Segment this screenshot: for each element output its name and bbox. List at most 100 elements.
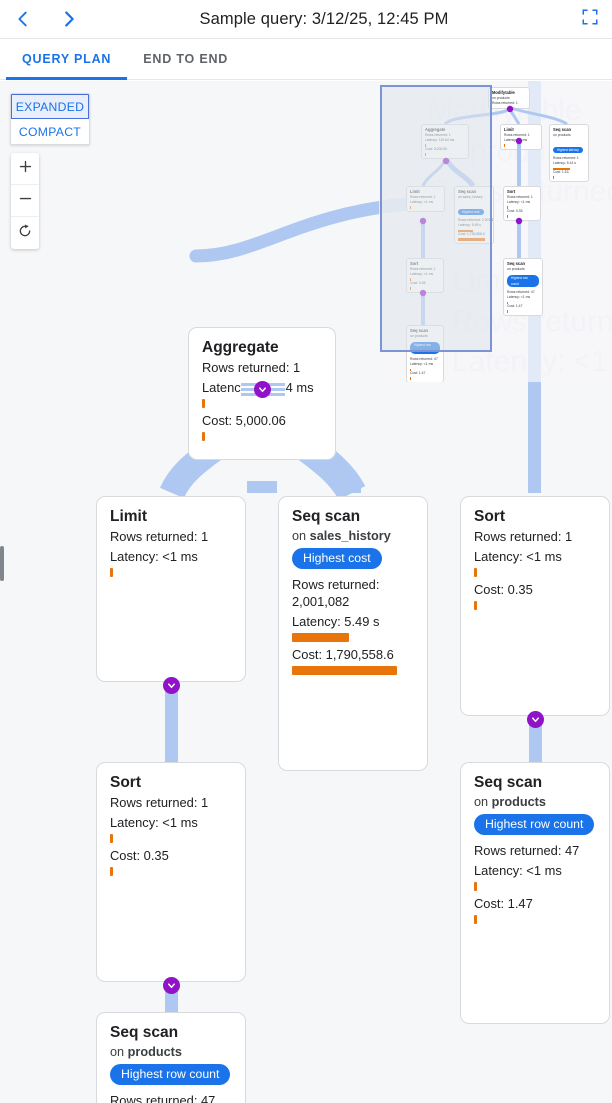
tab-end-to-end[interactable]: END TO END — [127, 39, 244, 79]
node-cost: Cost: 0.35 — [474, 582, 533, 597]
minimap-node: Seq scan on products Highest row count R… — [503, 258, 543, 316]
page-title: Sample query: 3/12/25, 12:45 PM — [199, 9, 449, 28]
node-title: Sort — [110, 774, 141, 791]
minimap-cost-bar — [507, 215, 509, 218]
minimap-latency-bar — [553, 167, 570, 171]
minimap-node-title: Seq scan — [507, 261, 525, 266]
minimap-status-badge: Highest row count — [507, 275, 539, 288]
node-seq-scan-sales-history[interactable]: Seq scan on sales_history Highest cost R… — [278, 496, 428, 771]
view-mode-toggle-group: EXPANDED COMPACT — [10, 93, 90, 145]
status-badge-highest-cost: Highest cost — [292, 548, 382, 569]
node-sort-left[interactable]: Sort Rows returned: 1 Latency: <1 ms Cos… — [96, 762, 246, 982]
vertical-scrollbar-thumb[interactable] — [0, 546, 4, 581]
collapse-toggle-aggregate[interactable] — [254, 381, 271, 398]
minimap-node-title: Modifytable — [492, 90, 515, 95]
chevron-right-icon — [58, 8, 80, 30]
status-badge-highest-row-count: Highest row count — [474, 814, 595, 835]
zoom-control-group — [11, 153, 39, 249]
node-relation-name: products — [491, 795, 546, 809]
reset-rotate-icon — [17, 223, 33, 244]
zoom-in-button[interactable] — [11, 153, 39, 185]
cost-bar — [202, 432, 205, 441]
minimap-node-line: Latency: <1 ms — [507, 295, 531, 300]
collapse-toggle-limit[interactable] — [163, 677, 180, 694]
minimap-node-line: Latency: <1 ms — [410, 362, 434, 367]
minimap-node-line: Latency: <1 ms — [504, 138, 528, 143]
node-seq-scan-products-right[interactable]: Seq scan on products Highest row count R… — [460, 762, 610, 1024]
cost-bar — [474, 601, 477, 610]
plan-canvas[interactable]: Modifytable on products Rows returned: 1… — [0, 81, 612, 1103]
view-mode-expanded-button[interactable]: EXPANDED — [11, 94, 89, 119]
forward-button[interactable] — [46, 0, 92, 39]
node-rows-returned: Rows returned: 47 — [474, 843, 580, 858]
collapse-toggle-sort-left[interactable] — [163, 977, 180, 994]
minimap-node-line: Latency: <1 ms — [507, 200, 531, 205]
minimap-panel[interactable]: Modifytable on products Rows returned: 1… — [379, 81, 612, 382]
tab-query-plan[interactable]: QUERY PLAN — [6, 39, 128, 80]
node-cost: Cost: 5,000.06 — [202, 413, 286, 428]
node-rows-returned: Rows returned: 1 — [110, 795, 209, 810]
collapse-toggle-sort-right[interactable] — [527, 711, 544, 728]
latency-bar — [110, 568, 113, 577]
node-latency: Latency: <1 ms — [474, 549, 562, 564]
node-on-prefix: on — [292, 529, 307, 543]
node-limit[interactable]: Limit Rows returned: 1 Latency: <1 ms — [96, 496, 246, 682]
tab-bar: QUERY PLAN END TO END — [0, 39, 612, 80]
minimap-node-line: Rows returned: 1 — [553, 156, 579, 161]
minimap-node-line: on products — [492, 96, 510, 100]
node-sort-right[interactable]: Sort Rows returned: 1 Latency: <1 ms Cos… — [460, 496, 610, 716]
node-title: Limit — [110, 508, 148, 525]
minimap-node-line: Rows returned: 47 — [507, 290, 535, 295]
minimap-node-line: Cost: 1.47 — [410, 371, 426, 376]
page-header: Sample query: 3/12/25, 12:45 PM — [0, 0, 612, 39]
node-title: Sort — [474, 508, 505, 525]
minimap-viewport-rect[interactable] — [380, 85, 492, 352]
minimap-node: Seq scan on products Highest latency Row… — [549, 124, 589, 182]
node-rows-returned: Rows returned: 1 — [474, 529, 573, 544]
minimap-node-title: Sort — [507, 189, 516, 194]
node-cost: Cost: 1,790,558.6 — [292, 647, 394, 662]
minimap-cost-bar — [553, 176, 555, 179]
node-cost: Cost: 1.47 — [474, 896, 533, 911]
node-relation-name: sales_history — [309, 529, 391, 543]
node-title: Seq scan — [474, 774, 543, 791]
node-rows-returned: Rows returned: — [292, 577, 380, 592]
minimap-cost-bar — [507, 310, 509, 313]
cost-bar — [110, 867, 113, 876]
zoom-out-button[interactable] — [11, 185, 39, 217]
minimap-node-line: Rows returned: 47 — [410, 357, 438, 362]
node-latency: Latency: <1 ms — [110, 815, 198, 830]
minimap-node-title: Seq scan — [553, 127, 571, 132]
node-rows-returned: Rows returned: 1 — [202, 360, 301, 375]
tab-query-plan-label: QUERY PLAN — [22, 52, 112, 66]
view-mode-compact-button[interactable]: COMPACT — [11, 119, 89, 144]
chevron-left-icon — [12, 8, 34, 30]
minimap-status-badge: Highest latency — [553, 147, 583, 154]
node-rows-returned-value: 2,001,082 — [292, 594, 350, 609]
minimap-node-line: on products — [507, 267, 525, 271]
node-seq-scan-products-bottom[interactable]: Seq scan on products Highest row count R… — [96, 1012, 246, 1103]
node-latency: Latency: 5.49 s — [292, 614, 380, 629]
status-badge-highest-row-count: Highest row count — [110, 1064, 231, 1085]
tab-end-to-end-label: END TO END — [143, 52, 229, 66]
view-mode-compact-label: COMPACT — [18, 124, 82, 139]
minimap-node-line: Cost: 0.35 — [507, 209, 523, 213]
latency-bar — [110, 834, 113, 843]
minimap-node-line: on products — [553, 133, 571, 137]
minus-icon — [18, 191, 33, 211]
minimap-latency-bar — [410, 368, 412, 372]
node-rows-returned: Rows returned: 1 — [110, 529, 209, 544]
minimap-latency-bar — [504, 144, 506, 147]
minimap-node: Sort Rows returned: 1 Latency: <1 ms Cos… — [503, 186, 541, 221]
node-title: Aggregate — [202, 339, 279, 356]
node-on-prefix: on — [110, 1045, 125, 1059]
reset-view-button[interactable] — [11, 217, 39, 249]
fullscreen-button[interactable] — [568, 0, 612, 39]
node-on-prefix: on — [474, 795, 489, 809]
node-relation: on products — [110, 1045, 232, 1059]
minimap-node-line: Cost: 1.47 — [507, 304, 523, 309]
minimap-latency-bar — [507, 301, 509, 305]
minimap-node-line: Cost: 1.53 — [553, 170, 569, 175]
back-button[interactable] — [0, 0, 46, 39]
